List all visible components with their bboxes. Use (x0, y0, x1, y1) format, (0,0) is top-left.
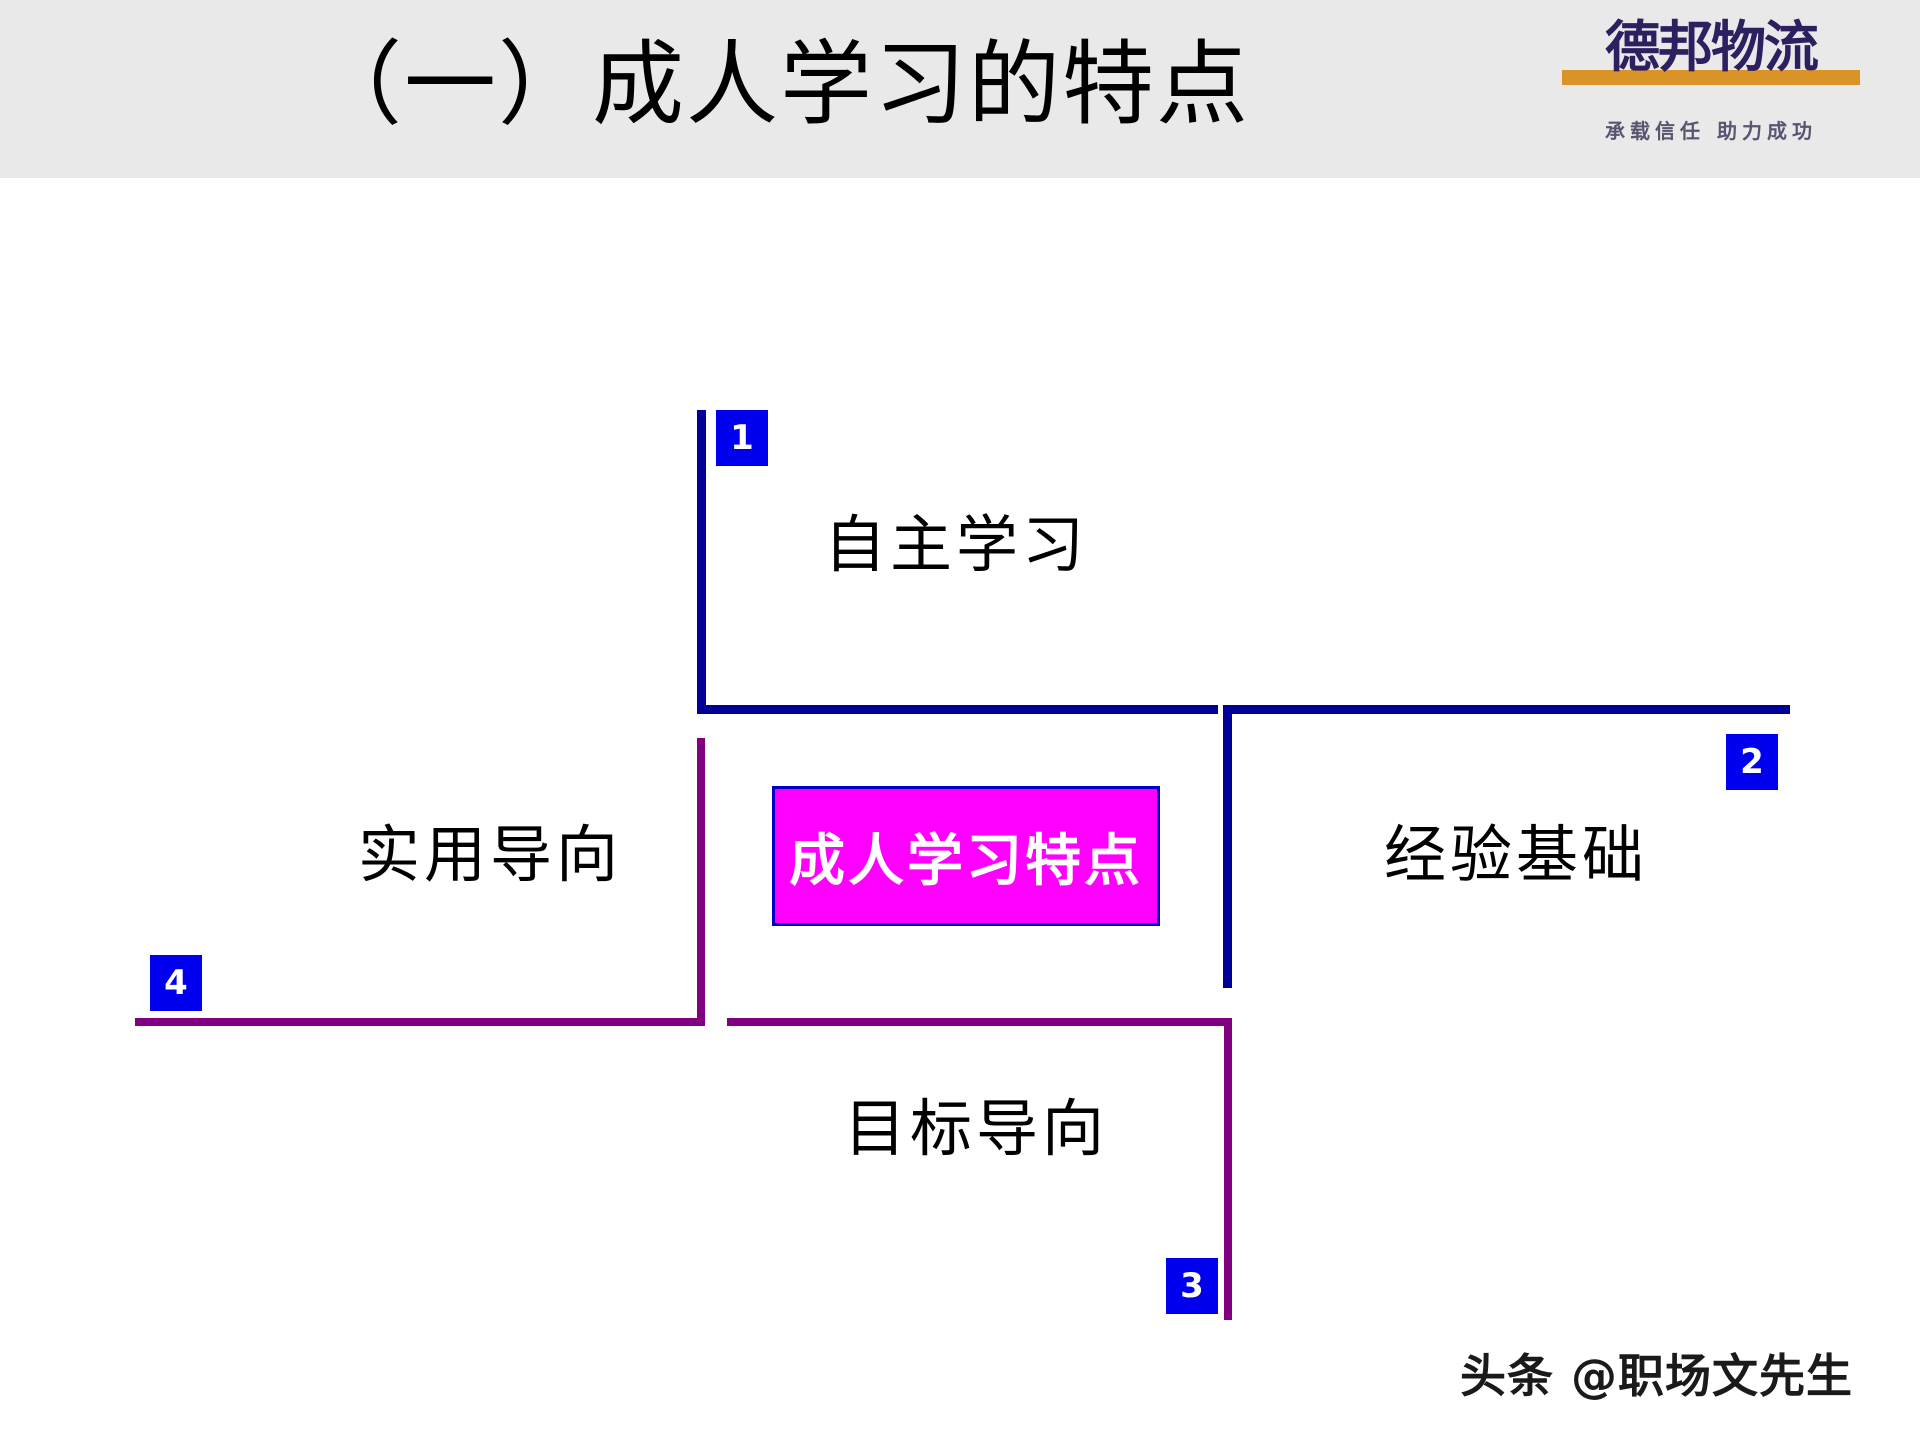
branch-2-label: 经验基础 (1383, 822, 1648, 890)
logo-accent-bar (1562, 70, 1860, 85)
logo-brand-text: 德邦物流 (1604, 15, 1819, 79)
branch-3-number-badge[interactable]: 3 (1166, 1258, 1218, 1314)
branch-4-horizontal-connector (135, 1018, 705, 1026)
branch-2-horizontal-connector (1232, 705, 1790, 714)
branch-2-number-badge[interactable]: 2 (1726, 734, 1778, 790)
center-node-label: 成人学习特点 (789, 830, 1143, 893)
page-title: （一）成人学习的特点 (309, 34, 1250, 136)
logo-tagline-text: 承载信任 助力成功 (1605, 119, 1817, 143)
slide-header-band (0, 0, 1920, 178)
logo-mark: 德邦物流 (1556, 14, 1866, 118)
branch-1-number-badge[interactable]: 1 (716, 410, 768, 466)
branch-4-number-badge[interactable]: 4 (150, 955, 202, 1011)
branch-2-vertical-connector (1223, 705, 1232, 988)
center-node[interactable]: 成人学习特点 (772, 786, 1160, 926)
branch-1-label: 自主学习 (823, 512, 1088, 580)
branch-3-label: 目标导向 (843, 1096, 1108, 1164)
branch-4-vertical-connector (697, 738, 705, 1026)
branch-1-vertical-connector (697, 410, 706, 714)
branch-3-vertical-connector (1224, 1018, 1232, 1320)
branch-4-label: 实用导向 (357, 822, 622, 890)
watermark-text: 头条 @职场文先生 (1460, 1349, 1854, 1403)
branch-1-horizontal-connector (697, 705, 1218, 714)
branch-3-horizontal-connector (727, 1018, 1232, 1026)
company-logo: 德邦物流 承载信任 助力成功 (1556, 14, 1866, 156)
